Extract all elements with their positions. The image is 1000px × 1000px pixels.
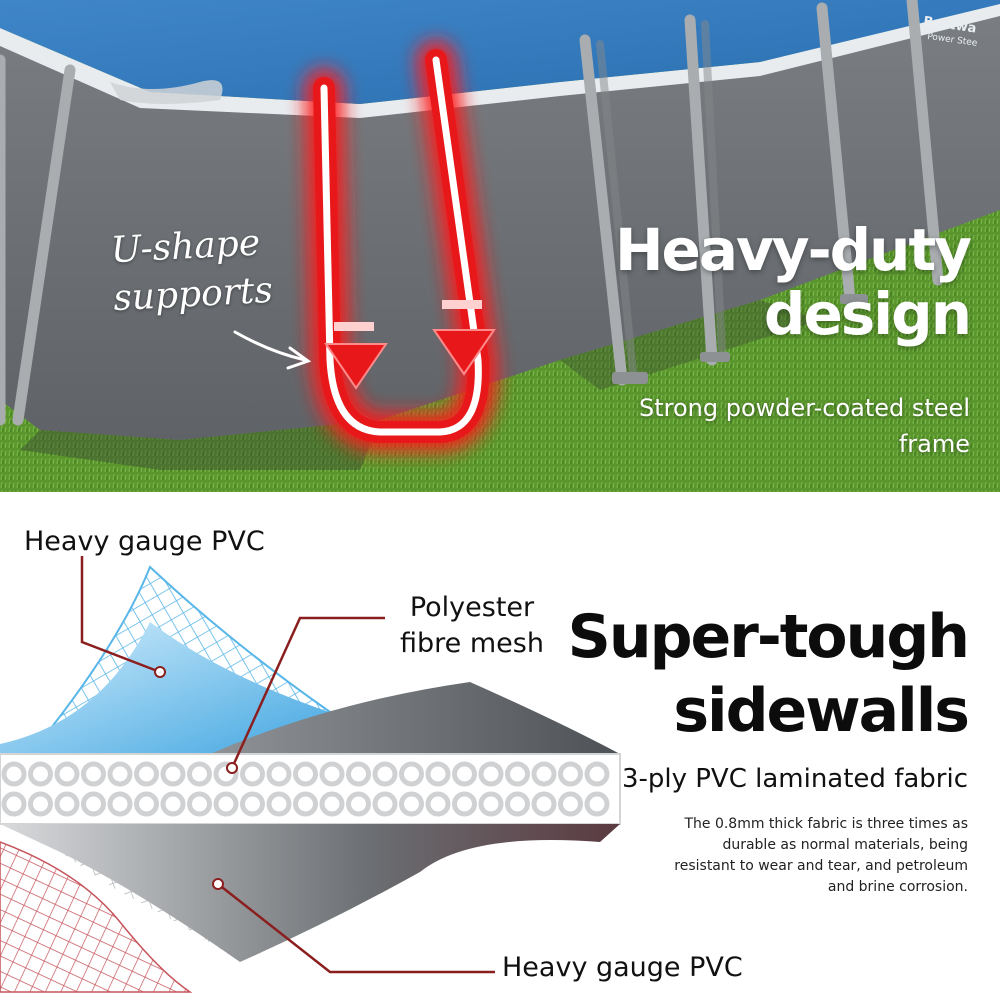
mesh-circle	[293, 761, 318, 787]
label-heavy-gauge-pvc-bottom: Heavy gauge PVC	[502, 952, 743, 983]
label-heavy-gauge-pvc-top: Heavy gauge PVC	[24, 526, 265, 557]
pointer-dot-mesh	[226, 762, 238, 774]
label-polyester-fibre-mesh: Polyester fibre mesh	[400, 592, 544, 659]
mesh-circle	[28, 761, 53, 787]
bottom-pvc-grid-layer	[0, 841, 193, 993]
mesh-circle	[372, 761, 398, 787]
mesh-circle	[266, 761, 292, 787]
mesh-circle	[28, 791, 53, 817]
mesh-circle	[293, 791, 318, 817]
mesh-circle	[452, 791, 477, 817]
mesh-circle	[240, 761, 265, 787]
mesh-circle	[505, 791, 530, 817]
headline-line-2: design	[763, 280, 972, 348]
mesh-circle	[531, 761, 557, 787]
down-arrow-right	[432, 329, 496, 376]
headline-line-1: Super-tough	[567, 602, 970, 672]
pool-water	[0, 0, 1000, 104]
super-tough-headline: Super-tough sidewalls	[567, 600, 970, 748]
mesh-circle	[319, 791, 345, 817]
pointer-dot-top	[154, 666, 166, 678]
sidewall-layer-diagram	[0, 556, 621, 993]
mesh-circle	[213, 791, 239, 817]
mesh-circle	[558, 761, 583, 787]
mesh-circle	[346, 761, 371, 787]
mesh-circle	[346, 791, 371, 817]
pool-photo-illustration	[0, 0, 1000, 492]
mesh-circle	[372, 791, 398, 817]
pool-wall	[0, 14, 1000, 440]
mesh-circle	[1, 761, 27, 787]
steel-frame-legs	[0, 0, 944, 426]
frame-subheadline: Strong powder-coated steel frame	[638, 394, 970, 458]
u-shape-callout: U-shape supports	[110, 217, 315, 323]
mesh-circle	[452, 761, 477, 787]
mesh-circle	[240, 791, 265, 817]
mesh-circle	[584, 761, 610, 787]
leader-lines	[80, 556, 495, 974]
heavy-duty-headline: Heavy-duty design	[614, 216, 972, 348]
mesh-circle	[584, 791, 610, 817]
mesh-circle	[558, 791, 583, 817]
down-arrow-left	[324, 343, 388, 390]
top-pvc-blue-layer	[0, 622, 360, 754]
top-grey-fabric	[210, 682, 620, 754]
mesh-circle	[107, 761, 133, 787]
mesh-circle	[425, 791, 451, 817]
u-shape-support-highlight	[304, 40, 499, 452]
mesh-circle	[266, 791, 292, 817]
mesh-circle	[478, 791, 504, 817]
mesh-circle	[54, 761, 80, 787]
mesh-circle	[187, 791, 212, 817]
mesh-circle	[107, 791, 133, 817]
mesh-circles	[1, 761, 610, 817]
mesh-circle	[1, 791, 27, 817]
bottom-grey-fabric	[0, 824, 620, 962]
mesh-circle	[399, 791, 424, 817]
mesh-circle	[425, 761, 451, 787]
mesh-circle	[81, 761, 106, 787]
mesh-circle	[54, 791, 80, 817]
mesh-circle	[134, 761, 159, 787]
pointer-dot-bottom	[212, 878, 224, 890]
fabric-description: The 0.8mm thick fabric is three times as…	[674, 816, 968, 895]
mesh-circle	[505, 761, 530, 787]
mesh-circle	[160, 791, 186, 817]
headline-line-2: sidewalls	[673, 676, 970, 746]
mesh-circle	[531, 791, 557, 817]
mesh-circle	[134, 791, 159, 817]
sidewall-layers-panel: Heavy gauge PVC Polyester fibre mesh Hea…	[0, 492, 1000, 1000]
mesh-circle	[399, 761, 424, 787]
heavy-duty-design-panel: Bestwa Power Stee U-shape supports Heavy…	[0, 0, 1000, 492]
headline-line-1: Heavy-duty	[614, 216, 972, 284]
mesh-circle	[160, 761, 186, 787]
mesh-circle	[187, 761, 212, 787]
mesh-circle	[81, 791, 106, 817]
mesh-circle	[319, 761, 345, 787]
pool-top-rail	[0, 2, 1000, 118]
laminated-fabric-subheadline: 3-ply PVC laminated fabric	[621, 764, 968, 794]
callout-arrow	[233, 330, 307, 362]
mesh-circle	[478, 761, 504, 787]
